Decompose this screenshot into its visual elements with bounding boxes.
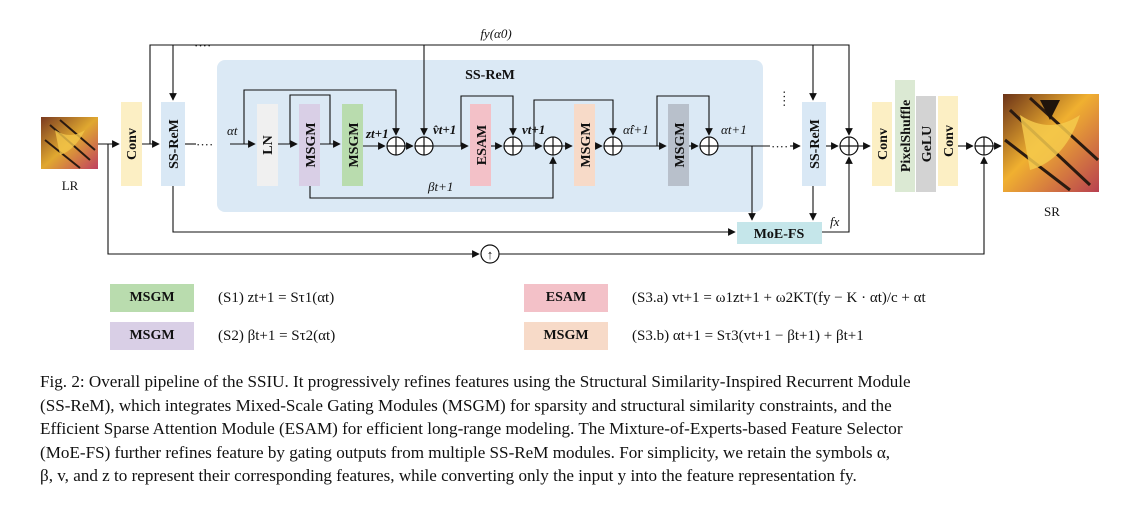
ssrem-block-2	[802, 102, 826, 186]
caption-line-1: Fig. 2: Overall pipeline of the SSIU. It…	[40, 372, 911, 391]
v-t1-label: vt+1	[522, 122, 545, 137]
svg-text:····: ····	[777, 90, 792, 107]
ssrem-block-1	[161, 102, 185, 186]
fx-label: fx	[830, 214, 840, 229]
sr-label: SR	[1044, 204, 1060, 219]
beta-t1-label: βt+1	[427, 179, 453, 194]
legend-box-msgm-s2: MSGM	[110, 322, 194, 350]
ssrem-label-1: SS-ReM	[167, 119, 182, 169]
caption-line-2: (SS-ReM), which integrates Mixed-Scale G…	[40, 395, 892, 415]
msgm-label-s3b: MSGM	[579, 122, 594, 167]
gelu-label: GeLU	[920, 126, 935, 163]
alpha-hat-t1-label: α̂t+1	[623, 122, 649, 137]
msgm-block-s2	[299, 104, 320, 186]
alpha-t1-label: αt+1	[721, 122, 747, 137]
esam-label: ESAM	[475, 125, 490, 165]
pixelshuffle-block	[895, 80, 915, 192]
adder-plus-marks	[387, 137, 993, 155]
msgm-label-s1: MSGM	[347, 122, 362, 167]
pixelshuffle-label: PixelShuffle	[899, 100, 914, 172]
svg-text:····: ····	[196, 137, 213, 152]
conv-block-1	[121, 102, 142, 186]
conv-block-2	[872, 102, 892, 186]
legend-eq-s3a: (S3.a) vt+1 = ω1zt+1 + ω2KT(fy − K · αt)…	[632, 289, 926, 306]
legend-row-4: MSGM (S3.b) αt+1 = Sτ3(vt+1 − βt+1) + βt…	[524, 322, 864, 350]
figure-caption: Fig. 2: Overall pipeline of the SSIU. It…	[40, 370, 1106, 488]
legend-row-3: ESAM (S3.a) vt+1 = ω1zt+1 + ω2KT(fy − K …	[524, 284, 926, 312]
sr-image	[1003, 94, 1100, 192]
legend-eq-s1: (S1) zt+1 = Sτ1(αt)	[218, 289, 335, 306]
msgm-block-s1	[342, 104, 363, 186]
svg-text:····: ····	[194, 38, 211, 53]
conv-label-2: Conv	[876, 128, 891, 160]
ssrem-label-2: SS-ReM	[808, 119, 823, 169]
ln-block	[257, 104, 278, 186]
caption-line-5: β, v, and z to represent their correspon…	[40, 466, 857, 485]
msgm-label-gray: MSGM	[673, 122, 688, 167]
lr-label: LR	[62, 178, 79, 193]
msgm-block-gray	[668, 104, 689, 186]
ellipsis-marks: ···· ···· ···· ····	[194, 38, 792, 154]
esam-block	[470, 104, 491, 186]
conv-label-1: Conv	[125, 128, 140, 160]
legend-box-esam: ESAM	[524, 284, 608, 312]
caption-line-4: (MoE-FS) further refines feature by gati…	[40, 442, 891, 462]
msgm-label-s2: MSGM	[304, 122, 319, 167]
legend-box-msgm-s1: MSGM	[110, 284, 194, 312]
alpha-t-label: αt	[227, 123, 238, 138]
legend-eq-s2: (S2) βt+1 = Sτ2(αt)	[218, 327, 336, 344]
ln-label: LN	[261, 135, 276, 154]
connections	[98, 44, 1002, 258]
legend-row-1: MSGM (S1) zt+1 = Sτ1(αt)	[110, 284, 334, 312]
gelu-block	[916, 96, 936, 192]
moefs-label: MoE-FS	[754, 227, 805, 242]
conv-label-3: Conv	[942, 125, 957, 157]
legend-row-2: MSGM (S2) βt+1 = Sτ2(αt)	[110, 322, 335, 350]
pipeline-diagram: SS-ReM LR SR Conv SS-ReM LN MSGM MSGM ES…	[41, 26, 1100, 264]
ssrem-group-title: SS-ReM	[465, 68, 515, 83]
lr-image	[41, 117, 98, 169]
upsample-symbol: ↑	[487, 247, 494, 262]
v-hat-t1-label: v̂t+1	[433, 122, 456, 137]
moefs-block	[737, 222, 822, 244]
conv-block-3	[938, 96, 958, 186]
legend-eq-s3b: (S3.b) αt+1 = Sτ3(vt+1 − βt+1) + βt+1	[632, 327, 864, 344]
z-t1-label: zt+1	[365, 126, 389, 141]
svg-text:····: ····	[771, 139, 788, 154]
msgm-block-s3b	[574, 104, 595, 186]
caption-line-3: Efficient Sparse Attention Module (ESAM)…	[40, 419, 903, 438]
legend-box-msgm-s3b: MSGM	[524, 322, 608, 350]
fy-label: fy(α0)	[480, 26, 511, 41]
